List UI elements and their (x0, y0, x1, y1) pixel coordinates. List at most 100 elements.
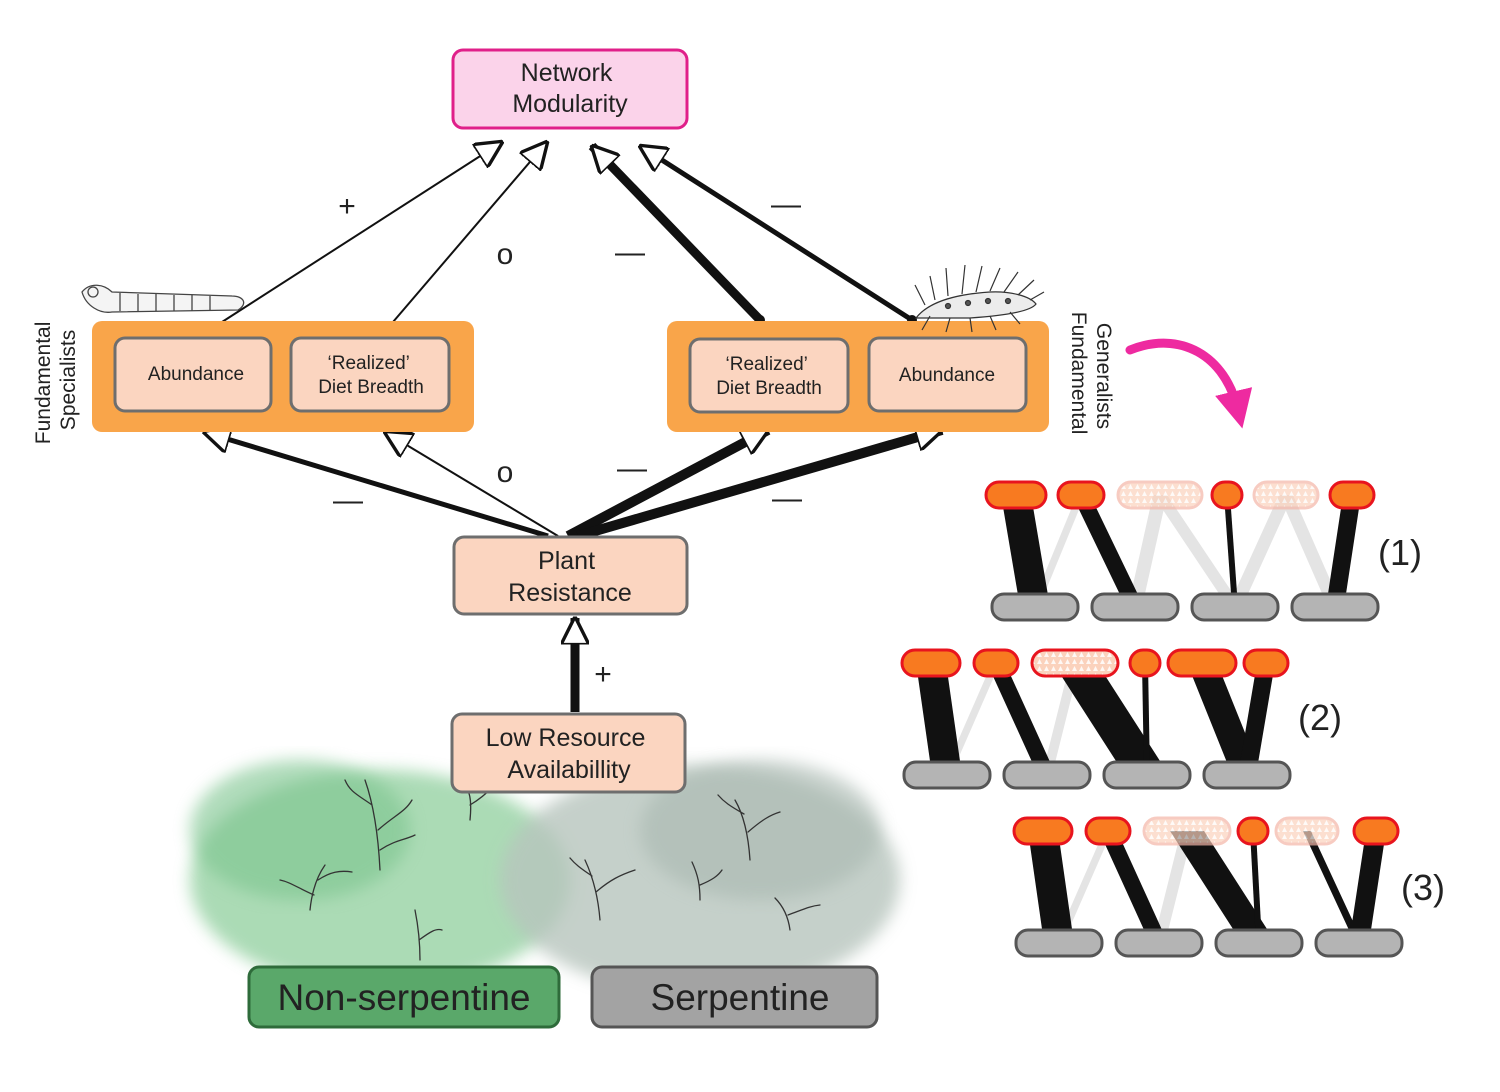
herbivore-node (1084, 816, 1132, 846)
serpentine-habitat: Serpentine (590, 965, 879, 1029)
network-link (1349, 831, 1386, 943)
spec-diet-breadth-node (289, 336, 451, 413)
network-label-2: (2) (1298, 697, 1342, 738)
plant-sketch-icon (279, 779, 821, 961)
plant-resistance-label-line2: Resistance (508, 579, 632, 607)
sign-spec-abundance-modularity: + (338, 190, 356, 223)
network-label-3: (3) (1401, 867, 1445, 908)
plant-node (1090, 592, 1180, 622)
network-link (1326, 495, 1361, 607)
network-link (1224, 495, 1238, 607)
herbivore-node (1328, 480, 1376, 510)
herbivore-node (1242, 648, 1290, 678)
herbivore-node (1056, 480, 1106, 510)
herbivore-node (1166, 648, 1238, 678)
generalists-group-label-line1: Fundamental (1067, 312, 1090, 435)
generalists-group-label-line2: Generalists (1092, 323, 1115, 429)
gen-diet-breadth-node (688, 337, 850, 414)
herbivore-node (984, 480, 1048, 510)
network-link (1170, 831, 1276, 943)
svg-text:‘Realized’ Diet Breadth: ‘Realized’ Diet Breadth (318, 353, 424, 398)
svg-text:Fundamental Specialists: Fundamental Specialists (32, 316, 80, 444)
herbivore-node (1252, 480, 1320, 510)
herbivore-node-small (1210, 480, 1244, 510)
network-link (1028, 831, 1074, 943)
herbivore-node (1274, 816, 1340, 846)
herbivore-node (900, 648, 962, 678)
svg-text:Abundance: Abundance (148, 364, 244, 385)
arrow-resistance-to-gen-abundance (576, 430, 942, 541)
plant-resistance-node: Plant Resistance (452, 535, 689, 616)
arrow-gen-diet-to-modularity (592, 146, 760, 320)
herbivore-node (1012, 816, 1074, 846)
plant-node (1190, 592, 1280, 622)
network-modularity-node: Network Modularity (451, 48, 689, 130)
sign-gen-abundance-modularity: — (771, 188, 801, 221)
svg-text:Low Resource Availabilli: Low Resource Availabillity (486, 724, 653, 784)
herbivore-node (1352, 816, 1400, 846)
arrow-gen-abundance-to-modularity (640, 146, 912, 320)
causal-arrows (204, 142, 942, 712)
plant-node (1214, 928, 1304, 958)
plant-node (902, 760, 992, 790)
low-resource-label-line1: Low Resource (486, 724, 646, 752)
network-modularity-label-line1: Network (521, 59, 613, 87)
network-link (987, 663, 1056, 775)
gen-abundance-label: Abundance (899, 365, 995, 386)
sign-resistance-spec-abundance: — (333, 484, 363, 517)
network-link (1250, 831, 1262, 943)
specialists-group: Abundance ‘Realized’ Diet Breadth Fundam… (32, 284, 474, 444)
sign-labels: + o — — — o — — + (333, 188, 802, 691)
spec-diet-label-line1: ‘Realized’ (328, 353, 410, 374)
plant-node (1290, 592, 1380, 622)
network-link (1053, 663, 1169, 775)
network-label-1: (1) (1378, 532, 1422, 573)
plant-resistance-label-line1: Plant (538, 547, 595, 575)
network-1: (1) (984, 480, 1422, 622)
herbivore-node (1030, 648, 1120, 678)
generalist-caterpillar-icon (914, 264, 1045, 333)
svg-text:Fundamental Generalists: Fundamental Generalists (1067, 312, 1115, 440)
sign-gen-diet-modularity: — (615, 236, 645, 269)
specialists-group-label-line2: Specialists (57, 330, 80, 430)
svg-text:‘Realized’ Diet Breadth: ‘Realized’ Diet Breadth (716, 354, 822, 399)
network-link (1042, 663, 1080, 775)
plant-node (1202, 760, 1292, 790)
non-serpentine-label: Non-serpentine (278, 977, 531, 1018)
herbivore-node (972, 648, 1020, 678)
plant-node (1102, 760, 1192, 790)
herbivore-node-small (1128, 648, 1162, 678)
network-link (1142, 663, 1150, 775)
gen-diet-label-line1: ‘Realized’ (726, 354, 808, 375)
network-link (1279, 495, 1342, 607)
specialist-caterpillar-icon (81, 284, 245, 313)
sign-resistance-gen-abundance: — (772, 482, 802, 515)
non-serpentine-habitat: Non-serpentine (247, 965, 561, 1029)
network-link (916, 663, 962, 775)
plant-node (1014, 928, 1104, 958)
specialists-group-label-line1: Fundamental (32, 322, 55, 445)
network-link (1153, 831, 1193, 943)
plant-node (1114, 928, 1204, 958)
sign-spec-diet-modularity: o (497, 238, 514, 271)
network-3: (3) (1012, 816, 1445, 958)
sign-resistance-gen-diet: — (617, 452, 647, 485)
network-link (1001, 495, 1050, 607)
network-link (1228, 495, 1293, 607)
generalists-group: ‘Realized’ Diet Breadth Abundance Fundam… (667, 264, 1115, 440)
network-examples: (1) (2) (3) (900, 480, 1445, 958)
gen-diet-label-line2: Diet Breadth (716, 378, 822, 399)
spec-abundance-label: Abundance (148, 364, 244, 385)
habitat-illustration (190, 760, 900, 995)
arrow-resistance-to-gen-diet (565, 425, 768, 541)
low-resource-node: Low Resource Availabillity (450, 712, 687, 794)
arrow-spec-diet-to-modularity (392, 142, 547, 323)
network-link (1072, 495, 1144, 607)
arrow-resistance-to-spec-diet (385, 432, 559, 537)
sign-low-resource-resistance: + (594, 658, 612, 691)
network-link (1153, 495, 1242, 607)
herbivore-node (1116, 480, 1204, 510)
herbivore-node (1142, 816, 1232, 846)
herbivore-node-small (1236, 816, 1270, 846)
